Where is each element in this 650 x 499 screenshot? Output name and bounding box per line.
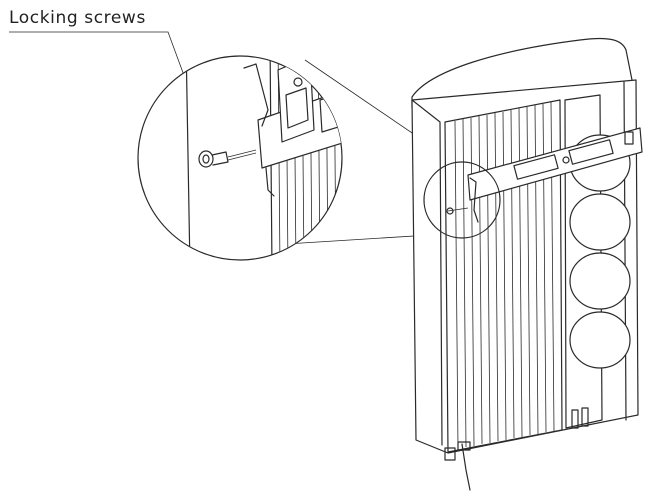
- bottom-connectors: [444, 407, 589, 491]
- locking-screw: [198, 149, 257, 168]
- detail-circle-small: [423, 161, 501, 239]
- detail-circle-large: [137, 55, 343, 261]
- inverter-unit: [411, 37, 643, 491]
- locking-screws-label: Locking screws: [9, 8, 146, 28]
- wall-bracket: [467, 127, 643, 201]
